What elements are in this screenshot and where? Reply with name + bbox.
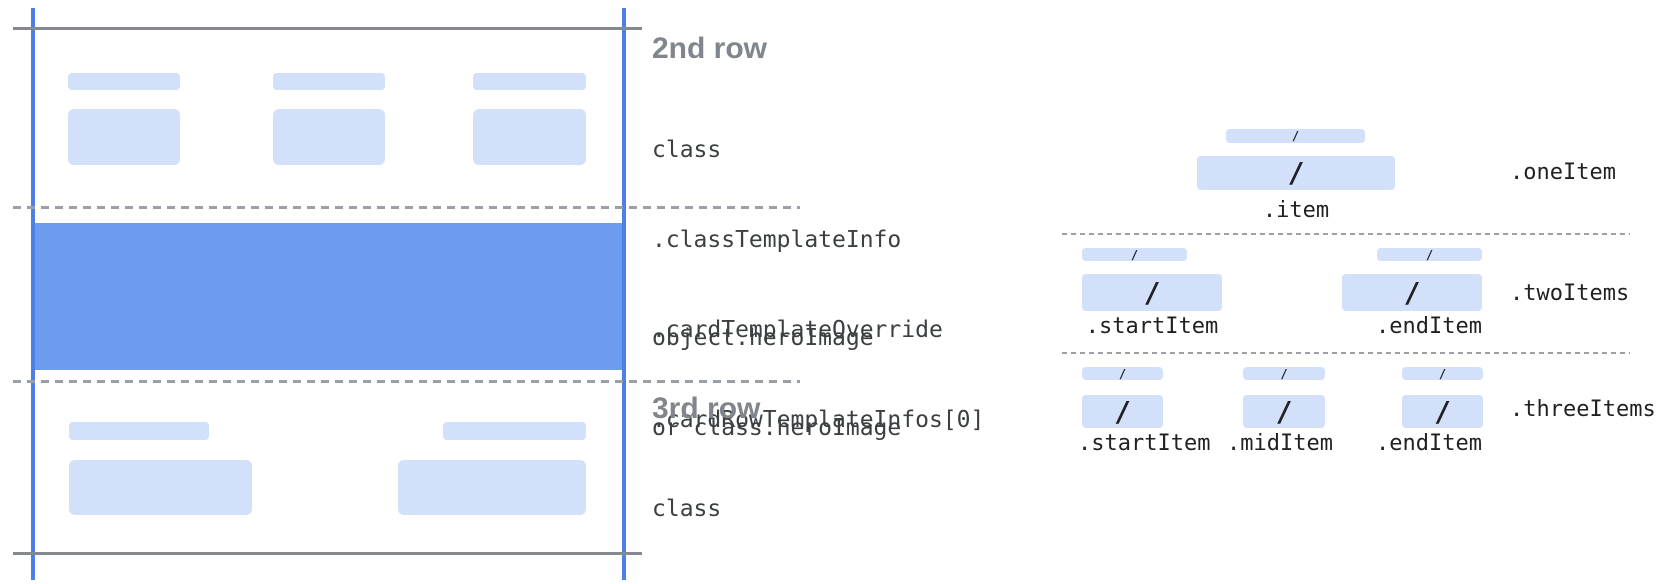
- template-divider-dashed: [1062, 233, 1630, 235]
- item-field-label: .startItem: [1085, 314, 1219, 339]
- code-line: or class.heroImage: [652, 415, 902, 441]
- card-right-edge-line: [622, 8, 626, 580]
- template-name-label: .twoItems: [1510, 281, 1630, 306]
- code-line: .classTemplateInfo: [652, 227, 902, 253]
- item-label-bar: /: [1377, 248, 1482, 261]
- item-label-bar: /: [1402, 367, 1483, 380]
- code-line: class: [652, 496, 722, 522]
- card-top-line: [13, 27, 642, 30]
- value-placeholder: [273, 109, 385, 165]
- slash-glyph: /: [1143, 275, 1161, 309]
- slash-glyph: /: [1130, 247, 1139, 262]
- card-left-edge-line: [31, 8, 35, 580]
- code-line: .cardTemplateOverride: [652, 317, 943, 343]
- row3-heading: 3rd row: [652, 392, 761, 425]
- template-name-label: .threeItems: [1510, 397, 1656, 422]
- slash-glyph: /: [1438, 366, 1447, 381]
- slash-glyph: /: [1280, 366, 1288, 381]
- slash-glyph: /: [1425, 247, 1434, 262]
- slash-glyph: /: [1287, 156, 1305, 189]
- item-value-bar: /: [1402, 395, 1483, 428]
- item-label-bar: /: [1243, 367, 1325, 380]
- value-placeholder: [398, 460, 586, 515]
- slash-glyph: /: [1275, 394, 1293, 428]
- slash-glyph: /: [1291, 129, 1300, 143]
- template-name-label: .oneItem: [1510, 160, 1616, 185]
- template-divider-dashed: [1062, 352, 1630, 354]
- hero-code-block: object.heroImage or class.heroImage: [652, 263, 901, 503]
- label-placeholder: [273, 73, 385, 90]
- label-placeholder: [68, 73, 180, 90]
- slash-glyph: /: [1114, 394, 1131, 428]
- code-line: object.heroImage: [652, 325, 874, 351]
- label-placeholder: [443, 422, 586, 440]
- item-label-bar: /: [1082, 248, 1187, 261]
- item-field-label: .startItem: [1078, 431, 1211, 456]
- item-field-label: .endItem: [1376, 431, 1482, 456]
- row2-code-block: class .classTemplateInfo .cardTemplateOv…: [652, 75, 984, 495]
- item-label-bar: /: [1226, 129, 1365, 143]
- item-label-bar: /: [1082, 367, 1163, 380]
- hero-image-band: [35, 223, 622, 370]
- item-value-bar: /: [1082, 274, 1222, 311]
- item-value-bar: /: [1243, 395, 1325, 428]
- code-line: .cardRowTemplateInfos[0]: [652, 407, 985, 433]
- label-placeholder: [69, 422, 209, 440]
- slash-glyph: /: [1434, 394, 1451, 428]
- row2-heading: 2nd row: [652, 32, 768, 65]
- value-placeholder: [473, 109, 586, 165]
- item-field-label: .midItem: [1227, 431, 1333, 456]
- slash-glyph: /: [1118, 366, 1127, 381]
- row3-code-block: class .classTemplateInfo .cardTemplateOv…: [652, 434, 984, 584]
- card-bottom-line: [13, 552, 642, 555]
- item-value-bar: /: [1342, 274, 1482, 311]
- item-field-label: .item: [1262, 198, 1330, 223]
- row-divider-dashed-upper: [13, 206, 800, 209]
- row-divider-dashed-lower: [13, 380, 800, 383]
- item-value-bar: /: [1197, 156, 1395, 190]
- slash-glyph: /: [1403, 275, 1421, 309]
- value-placeholder: [68, 109, 180, 165]
- value-placeholder: [69, 460, 252, 515]
- label-placeholder: [473, 73, 586, 90]
- item-value-bar: /: [1082, 395, 1163, 428]
- code-line: class: [652, 137, 722, 163]
- item-field-label: .endItem: [1376, 314, 1482, 339]
